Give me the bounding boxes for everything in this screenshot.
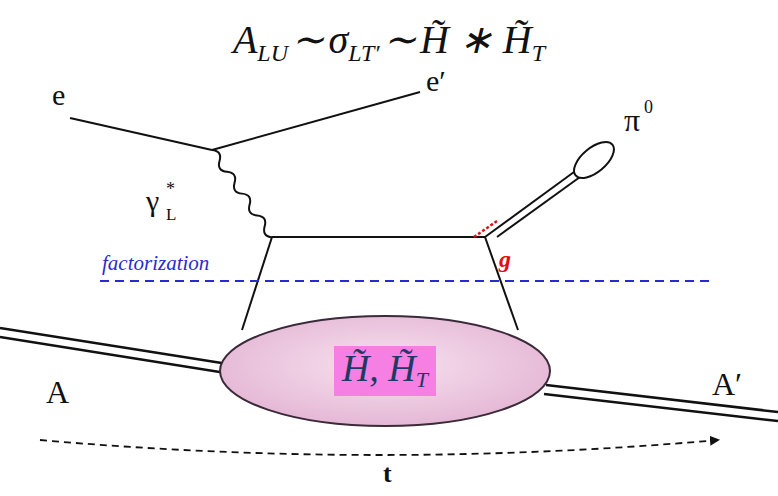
particle-superscript: 0 [644,98,653,116]
gpd-subscript: T [416,367,428,392]
formula-subscript: T [532,40,545,66]
gpd-blob: H̃, H̃T [218,314,552,428]
momentum-transfer-label: t [383,461,392,487]
hadron-line [0,337,226,373]
quark-line [272,236,485,238]
hadron-line [544,394,778,421]
formula: ALU∼σLT′∼H̃ ∗ H̃T [0,16,778,67]
gpd-symbols: H̃, H̃ [342,347,416,389]
gpd-label: H̃, H̃T [334,346,436,397]
formula-operator: ∼ [383,17,417,62]
gluon-line [474,221,497,237]
quark-line [485,237,518,330]
pion-blob [568,135,620,184]
formula-subscript: LU [257,40,288,66]
particle-label: π [624,104,640,136]
formula-subscript: LT′ [348,40,379,66]
formula-symbol: A [233,17,257,62]
particle-superscript: * [166,180,175,198]
formula-operator: ∼ [291,17,325,62]
electron-line [70,118,212,150]
factorization-label: factorization [102,253,209,274]
quark-line [242,237,272,330]
photon-line [209,148,276,240]
formula-symbol: σ [328,17,348,62]
particle-label: e [52,80,65,110]
hadron-label: A′ [712,368,742,400]
hadron-line [0,328,228,364]
gluon-label: g [499,247,511,271]
pion-line [497,177,580,237]
factorization-line [100,280,712,282]
particle-label: γ [146,186,159,216]
formula-symbol: H̃ ∗ H̃ [420,17,532,62]
particle-subscript: L [166,206,176,223]
hadron-label: A [46,376,69,408]
electron-line [212,92,420,150]
particle-label: e′ [426,66,446,96]
momentum-transfer-arrow [40,440,718,455]
pion-line [485,172,574,237]
